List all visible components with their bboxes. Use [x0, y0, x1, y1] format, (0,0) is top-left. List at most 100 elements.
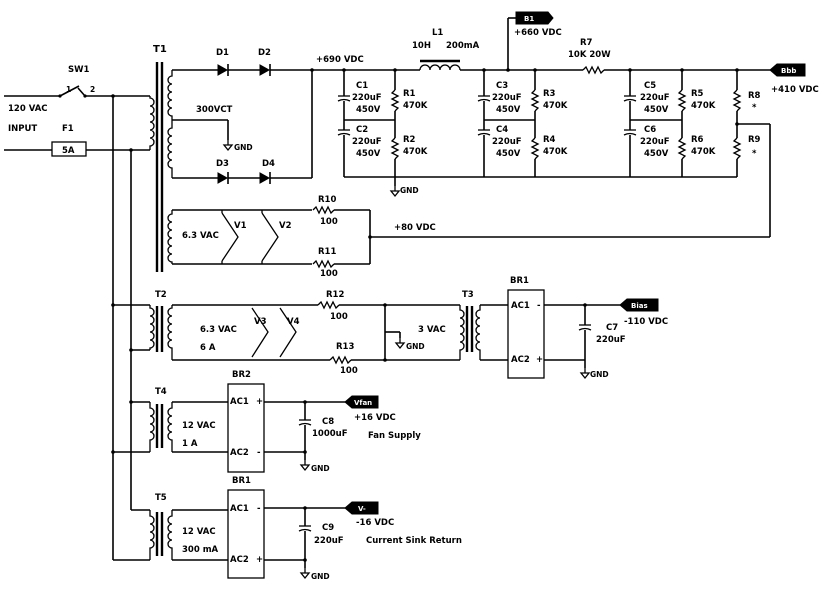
filter-stack-3 — [623, 68, 771, 237]
c3-v: 450V — [496, 105, 521, 115]
c2-v: 450V — [356, 149, 381, 159]
fuse-name: F1 — [62, 124, 74, 134]
d2-label: D2 — [258, 48, 271, 58]
v1-label: V1 — [234, 221, 247, 231]
r9-name: R9 — [748, 135, 761, 145]
t5-voltage: 12 VAC — [182, 527, 216, 537]
r8-name: R8 — [748, 91, 761, 101]
bbb-flag — [769, 63, 806, 77]
c3-name: C3 — [496, 81, 508, 91]
vm16-label: -16 VDC — [356, 518, 394, 528]
vminus-flag-text: V- — [358, 505, 366, 513]
c5-v: 450V — [644, 105, 669, 115]
vfan-flag-text: Vfan — [354, 399, 372, 407]
transformer-t4 — [149, 401, 228, 453]
c3-val: 220uF — [492, 93, 522, 103]
c4-val: 220uF — [492, 137, 522, 147]
c6-val: 220uF — [640, 137, 670, 147]
br1-sink-name: BR1 — [232, 476, 251, 486]
filament-string-2 — [172, 301, 460, 364]
c6-name: C6 — [644, 125, 656, 135]
hv-rectifier — [172, 64, 314, 184]
vfan-flag — [344, 395, 379, 409]
b1-flag — [515, 11, 554, 25]
br1-sink-ac1: AC1 — [230, 504, 249, 514]
r7-label: R7 — [580, 38, 593, 48]
sink-note: Current Sink Return — [366, 536, 462, 546]
mains-bus — [111, 94, 150, 561]
bbb-flag-text: Bbb — [781, 67, 796, 75]
l1-inductance: 10H — [412, 41, 431, 51]
fan-note: Fan Supply — [368, 431, 421, 441]
r9-val: * — [752, 149, 757, 159]
bias-flag — [619, 298, 659, 312]
t3-label: T3 — [462, 290, 474, 300]
gnd-label-bias: GND — [590, 370, 609, 379]
bridge-br1-sink — [227, 489, 345, 579]
r10-name: R10 — [318, 195, 336, 205]
v690-label: +690 VDC — [316, 55, 364, 65]
r8-val: * — [752, 103, 757, 113]
v660-label: +660 VDC — [514, 28, 562, 38]
r6-val: 470K — [691, 147, 716, 157]
transformer-t2 — [149, 305, 173, 360]
switch-pin1: 1 — [66, 85, 71, 94]
r5-val: 470K — [691, 101, 716, 111]
r6-name: R6 — [691, 135, 704, 145]
r1-val: 470K — [403, 101, 428, 111]
c8-name: C8 — [322, 417, 334, 427]
switch-label: SW1 — [68, 65, 89, 75]
t4-label: T4 — [155, 387, 167, 397]
fuse-rating: 5A — [62, 146, 75, 156]
bridge-br2-fan — [227, 383, 345, 473]
c1-v: 450V — [356, 105, 381, 115]
c4-v: 450V — [496, 149, 521, 159]
v16-label: +16 VDC — [354, 413, 396, 423]
r12-name: R12 — [326, 290, 344, 300]
r13-name: R13 — [336, 342, 354, 352]
br1-bias-minus: - — [537, 301, 541, 311]
t1-filament-label: 6.3 VAC — [182, 231, 219, 241]
r4-name: R4 — [543, 135, 556, 145]
c5-val: 220uF — [640, 93, 670, 103]
c2-name: C2 — [356, 125, 368, 135]
r3-name: R3 — [543, 89, 556, 99]
br1-sink-plus: + — [256, 555, 263, 565]
v3-label: V3 — [254, 317, 267, 327]
c8-val: 1000uF — [312, 429, 348, 439]
c6-v: 450V — [644, 149, 669, 159]
transformer-t5 — [149, 509, 228, 561]
t1-ct-label: 300VCT — [196, 105, 233, 115]
v410-label: +410 VDC — [771, 85, 819, 95]
gnd-label-fil: GND — [406, 342, 425, 351]
br2-plus: + — [256, 397, 263, 407]
t2-label: T2 — [155, 290, 167, 300]
t5-current: 300 mA — [182, 545, 219, 555]
r4-val: 470K — [543, 147, 568, 157]
t4-voltage: 12 VAC — [182, 421, 216, 431]
c9-val: 220uF — [314, 536, 344, 546]
t3-voltage: 3 VAC — [418, 325, 446, 335]
c2-val: 220uF — [352, 137, 382, 147]
r1-name: R1 — [403, 89, 416, 99]
gnd-label-fan: GND — [311, 464, 330, 473]
gnd-label-sink: GND — [311, 572, 330, 581]
br1-bias-plus: + — [536, 355, 543, 365]
vminus-flag — [344, 501, 379, 515]
c9-name: C9 — [322, 523, 334, 533]
r2-name: R2 — [403, 135, 416, 145]
c5-name: C5 — [644, 81, 656, 91]
br2-ac2: AC2 — [230, 448, 249, 458]
bias-flag-text: Bias — [631, 302, 648, 310]
b1-flag-text: B1 — [524, 15, 534, 23]
d3-label: D3 — [216, 159, 229, 169]
switch-pin2: 2 — [90, 85, 95, 94]
br1-sink-ac2: AC2 — [230, 555, 249, 565]
fuse-f1 — [51, 141, 87, 157]
r12-val: 100 — [330, 312, 348, 322]
br1-sink-minus: - — [257, 504, 261, 514]
c1-val: 220uF — [352, 93, 382, 103]
l1-current: 200mA — [446, 41, 480, 51]
r10-val: 100 — [320, 217, 338, 227]
br1-bias-ac2: AC2 — [511, 355, 530, 365]
